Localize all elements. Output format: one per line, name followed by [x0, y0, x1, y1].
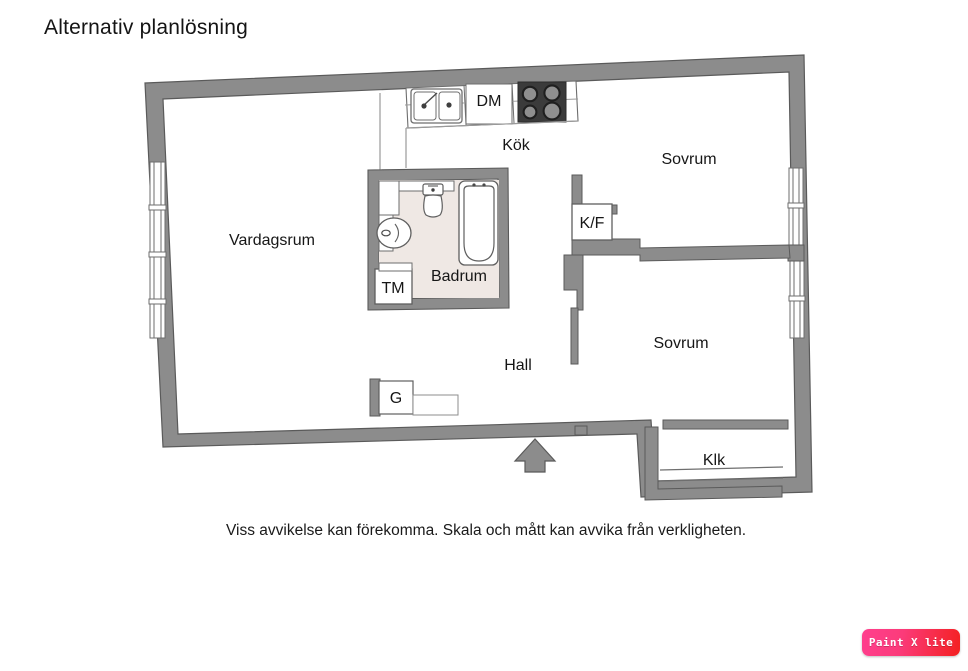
wall-bedroom-divider: [571, 238, 791, 262]
klk-block: [644, 419, 789, 501]
appliance-label-g: G: [390, 390, 402, 407]
kf-box: [571, 203, 613, 241]
appliance-label-tm: TM: [381, 280, 404, 297]
disclaimer-text: Viss avvikelse kan förekomma. Skala och …: [226, 522, 747, 539]
klk-shelf: [659, 466, 784, 471]
page-title: Alternativ planlösning: [44, 16, 249, 39]
room-label-hall: Hall: [504, 357, 532, 374]
wall-hall-left: [563, 254, 584, 311]
stove-cooktop: [517, 81, 567, 123]
window-left-1: [148, 161, 167, 339]
kitchen-island-line-2: [405, 120, 579, 129]
klk-top-wall: [662, 419, 789, 430]
wash-basin: [376, 214, 412, 252]
g-wardrobe-group: [369, 378, 459, 417]
paint-x-lite-watermark: Paint X lite: [862, 629, 960, 656]
room-labels: Vardagsrum Kök Badrum Hall Sovrum Sovrum…: [229, 137, 726, 469]
appliance-label-dm: DM: [477, 93, 502, 110]
window-right-2: [788, 257, 806, 339]
room-label-vardagsrum: Vardagsrum: [229, 232, 315, 249]
room-label-klk: Klk: [703, 452, 726, 469]
appliance-label-kf: K/F: [580, 215, 605, 232]
bathroom-lower-cabinet: [378, 262, 413, 272]
watermark-label: Paint X lite: [868, 636, 954, 649]
bathroom-cabinet: [378, 180, 400, 216]
tm-box: [374, 268, 413, 305]
klk-shelf: [659, 477, 784, 482]
right-wall-pier: [787, 244, 805, 262]
dm-box: [465, 83, 513, 125]
room-label-badrum: Badrum: [431, 268, 487, 285]
entrance-pier: [574, 425, 588, 436]
bathroom-block: [367, 167, 510, 311]
room-label-kok: Kök: [502, 137, 531, 154]
appliance-labels: DM K/F TM G: [381, 93, 604, 407]
entrance-arrow: [513, 438, 557, 473]
klk-walls: [644, 426, 783, 501]
window-right-1: [787, 167, 805, 249]
room-label-sovrum-2: Sovrum: [653, 335, 708, 352]
toilet: [422, 183, 444, 218]
hall-bench: [412, 394, 459, 416]
kitchen-sink: [410, 88, 463, 124]
interior-walls-right: [563, 174, 791, 365]
bathtub: [458, 180, 499, 266]
room-label-sovrum-1: Sovrum: [661, 151, 716, 168]
wall-hall-pier: [570, 307, 579, 365]
g-box: [378, 380, 414, 415]
